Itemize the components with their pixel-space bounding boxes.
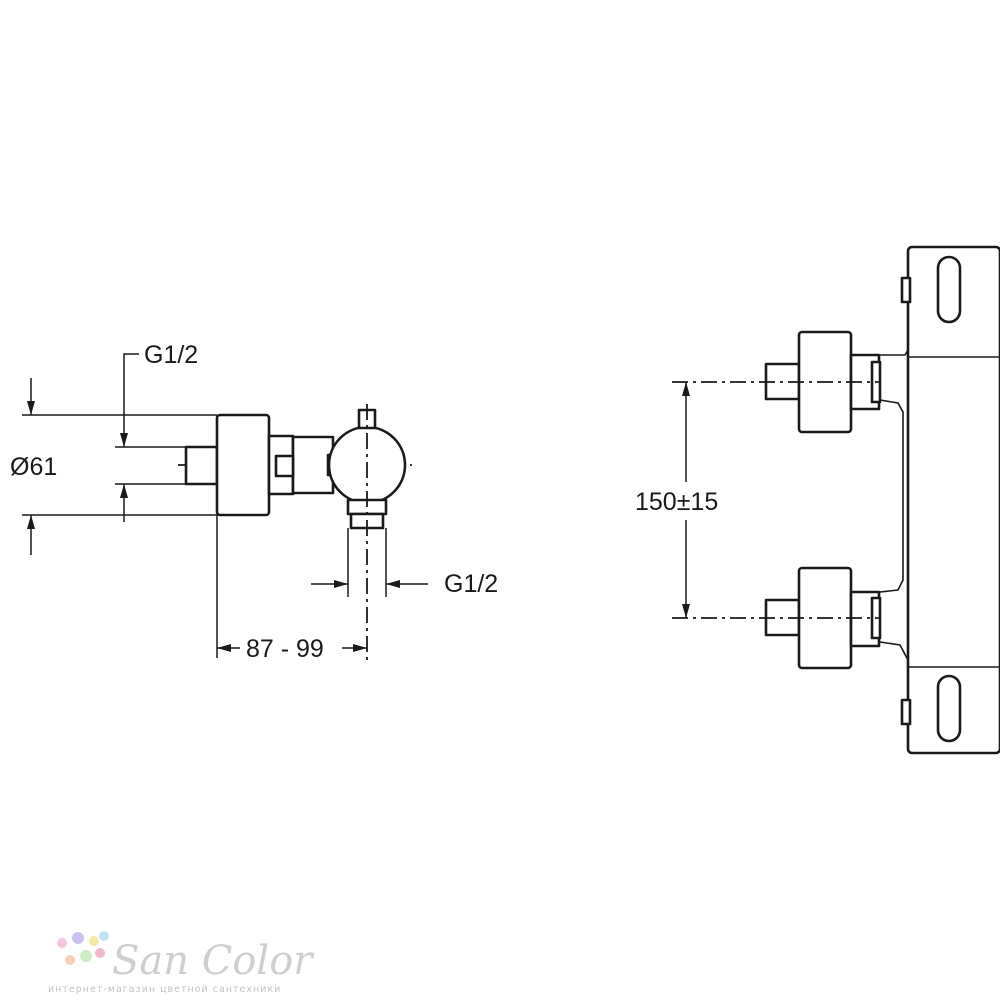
connector-pipe-lower [879, 641, 909, 661]
cap-tab-top [900, 276, 912, 304]
outlet-thread-label: G1/2 [444, 570, 498, 598]
logo-dot [80, 950, 92, 962]
handle-slot-bottom [936, 674, 962, 743]
outlet-arrow-right [386, 580, 400, 588]
inlet-thread-label: G1/2 [144, 341, 198, 369]
logo-dot [57, 938, 67, 948]
logo-dot [99, 931, 109, 941]
union-nut-flat [274, 454, 295, 478]
outlet-arrow-left [334, 580, 348, 588]
logo-tagline: интернет-магазин цветной сантехники [48, 984, 281, 995]
center-distance-arrow-top [682, 382, 690, 396]
cap-tab-bottom [900, 698, 912, 726]
watermark-logo: San Color интернет-магазин цветной санте… [48, 931, 315, 995]
connector-pipe-upper-2 [879, 399, 904, 593]
thread-arrow-top [120, 433, 128, 447]
wall-rosette [215, 413, 271, 517]
logo-dot [72, 932, 84, 944]
distance-arrow-right [353, 644, 367, 652]
inlet-stub [184, 445, 219, 486]
dia-arrow-bottom [27, 515, 35, 529]
logo-dot [65, 955, 75, 965]
dia-arrow-top [27, 401, 35, 415]
front-view: 150±15 [635, 245, 1000, 755]
logo-dot [89, 936, 99, 946]
logo-dot [95, 948, 105, 958]
center-distance-label: 150±15 [635, 488, 718, 516]
logo-brand: San Color [112, 938, 315, 984]
distance-arrow-left [217, 644, 231, 652]
distance-label: 87 - 99 [246, 635, 324, 663]
diameter-label: Ø61 [10, 453, 57, 481]
thermostat-bar [906, 245, 1000, 755]
thread-arrow-bottom [120, 484, 128, 498]
thread-leader-top [123, 353, 139, 447]
logo-dots [57, 931, 109, 965]
side-view: Ø61 G1/2 G1/2 87 - 99 [10, 341, 498, 663]
connector-pipe-upper [880, 349, 909, 356]
center-distance-arrow-bottom [682, 604, 690, 618]
handle-slot-top [936, 255, 962, 324]
